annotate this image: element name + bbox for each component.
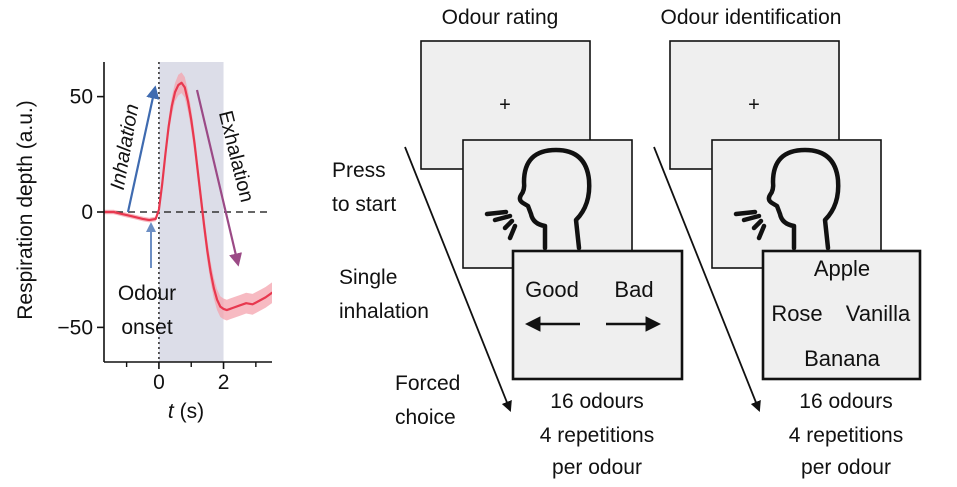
rating-inhale-screen [462, 139, 633, 269]
identification-timeline-arrow [653, 146, 761, 413]
x-axis-variable: t [168, 400, 175, 423]
identification-footer-line1: 16 odours [799, 390, 892, 413]
rating-head-sniff-icon [484, 147, 592, 251]
y-tick-label: 50 [70, 86, 93, 109]
onset-label-line1: Odour [118, 282, 176, 305]
step-press-line1: Press [332, 159, 386, 182]
rating-fixation-cross: + [499, 94, 511, 116]
identification-fixation-cross: + [748, 94, 760, 116]
identification-option-rose: Rose [771, 301, 822, 326]
rating-footer-line2: 4 repetitions [540, 424, 654, 447]
exhalation-arrow [195, 89, 243, 267]
step-single-line1: Single [339, 266, 397, 289]
inhalation-arrow [126, 85, 160, 213]
rating-choice-good: Good [525, 277, 579, 302]
x-tick-label: 2 [218, 371, 230, 394]
identification-footer-line3: per odour [801, 456, 891, 479]
identification-head-sniff-icon [733, 147, 841, 251]
onset-label-line2: onset [121, 316, 173, 339]
rating-choice-screen [511, 249, 684, 381]
step-press-line2: to start [332, 193, 396, 216]
y-axis-label: Respiration depth (a.u.) [14, 100, 37, 319]
series-0-line [104, 81, 272, 312]
identification-choice-screen [761, 249, 922, 381]
step-forced-line2: choice [395, 406, 456, 429]
odour-rating-panel: Odour rating + Good Bad 16 odours 4 repe… [404, 6, 684, 479]
identification-footer-line2: 4 repetitions [789, 424, 903, 447]
y-tick-label: 0 [81, 201, 93, 224]
step-forced-line1: Forced [395, 372, 460, 395]
procedure-steps: Press to start Single inhalation Forced … [332, 159, 460, 429]
x-axis-label: t (s) [168, 400, 204, 423]
series-0-error-band [104, 72, 272, 321]
x-tick-label: 0 [153, 371, 165, 394]
inhalation-label: Inhalation [107, 102, 144, 191]
identification-option-apple: Apple [814, 256, 870, 281]
identification-title: Odour identification [661, 6, 842, 29]
odour-identification-panel: Odour identification + Apple Rose Vanill… [653, 6, 922, 479]
rating-footer-line1: 16 odours [550, 390, 643, 413]
y-tick-label: −50 [57, 316, 93, 339]
identification-option-banana: Banana [804, 346, 881, 371]
rating-title: Odour rating [442, 6, 559, 29]
rating-footer-line3: per odour [552, 456, 642, 479]
identification-option-vanilla: Vanilla [846, 301, 911, 326]
identification-inhale-screen [711, 139, 882, 269]
x-axis-unit: (s) [180, 400, 205, 423]
step-single-line2: inhalation [339, 300, 429, 323]
rating-choice-bad: Bad [614, 277, 653, 302]
rating-timeline-arrow [404, 146, 512, 413]
